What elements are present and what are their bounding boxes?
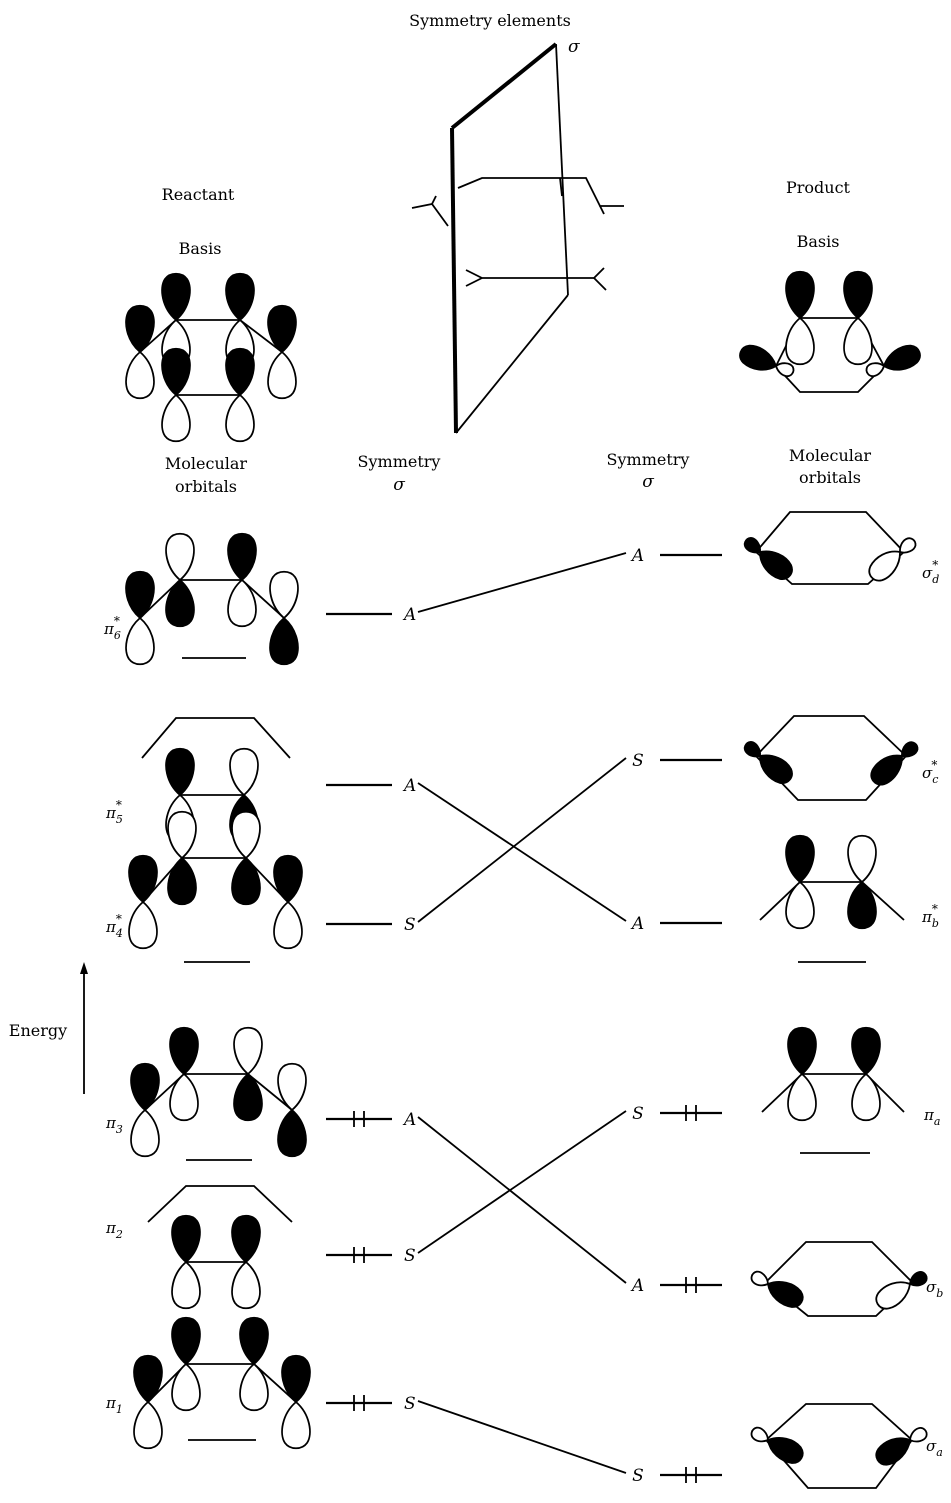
reactant-label-π6: π6* xyxy=(103,614,121,642)
reactant-sym-π6: A xyxy=(402,605,416,625)
product-sym-πa: S xyxy=(632,1104,644,1124)
product-mo-header-2: orbitals xyxy=(799,468,861,487)
reactant-mo-pi6 xyxy=(125,532,299,666)
product-mo-sigma-c xyxy=(741,715,921,801)
product-label-σd: σd* xyxy=(922,558,939,586)
energy-label: Energy xyxy=(9,1021,67,1040)
product-sym-σd: A xyxy=(630,546,644,566)
reactant-sym-π3: A xyxy=(402,1110,416,1130)
correlation-line-3 xyxy=(417,1116,627,1284)
product-sym-πb: A xyxy=(630,914,644,934)
product-sym-σc: S xyxy=(632,751,644,771)
product-sym-σa: S xyxy=(632,1466,644,1486)
reactant-sym-π2: S xyxy=(404,1246,416,1266)
correlation-line-1 xyxy=(417,782,627,922)
product-basis-drawing xyxy=(735,270,925,393)
product-header: Product xyxy=(786,178,851,197)
reactant-label-π1: π1 xyxy=(105,1394,123,1416)
reactant-mo-pi3 xyxy=(130,1026,307,1161)
product-sym-σb: A xyxy=(630,1276,644,1296)
product-label-πb: πb* xyxy=(921,902,939,930)
reactant-label-π3: π3 xyxy=(105,1114,123,1136)
reactant-label-π5: π5* xyxy=(105,798,123,826)
product-label-σa: σa xyxy=(926,1437,943,1459)
correlation-line-0 xyxy=(417,552,627,613)
reactant-basis-drawing xyxy=(125,272,297,443)
product-label-σc: σc* xyxy=(922,758,938,786)
reactant-sym-π5: A xyxy=(402,776,416,796)
title: Symmetry elements xyxy=(409,11,571,30)
product-sym-header-1: Symmetry xyxy=(607,450,690,469)
reactant-mo-pi4 xyxy=(128,810,303,963)
product-label-πa: πa xyxy=(923,1106,940,1128)
plane-label: σ xyxy=(568,37,580,57)
reactant-mo-header-1: Molecular xyxy=(165,454,248,473)
energy-axis xyxy=(80,962,88,1094)
reactant-mo-pi1 xyxy=(133,1316,311,1450)
reactant-label-π2: π2 xyxy=(105,1219,123,1241)
correlation-line-5 xyxy=(417,1400,627,1474)
reactant-mo-pi2 xyxy=(147,1185,293,1310)
product-mo-sigma-b xyxy=(748,1241,930,1317)
reactant-basis-header: Basis xyxy=(179,239,222,258)
correlation-line-2 xyxy=(417,757,627,923)
reactant-mo-pi5 xyxy=(141,717,291,843)
reactant-sym-π1: S xyxy=(404,1394,416,1414)
reactant-mo-header-2: orbitals xyxy=(175,477,237,496)
product-mo-pi-b xyxy=(759,834,905,963)
reactant-sym-header-2: σ xyxy=(393,475,405,495)
product-sym-header-2: σ xyxy=(642,472,654,492)
product-mo-header-1: Molecular xyxy=(789,446,872,465)
product-basis-header: Basis xyxy=(797,232,840,251)
product-mo-sigma-d xyxy=(741,511,919,587)
product-mo-sigma-a xyxy=(748,1403,930,1489)
product-label-σb: σb xyxy=(926,1278,943,1300)
correlation-line-4 xyxy=(417,1110,627,1254)
reactant-header: Reactant xyxy=(162,185,235,204)
reactant-sym-header-1: Symmetry xyxy=(358,452,441,471)
symmetry-plane xyxy=(411,42,624,434)
reactant-label-π4: π4* xyxy=(105,912,123,940)
product-mo-pi-a xyxy=(761,1026,905,1154)
reactant-sym-π4: S xyxy=(404,915,416,935)
